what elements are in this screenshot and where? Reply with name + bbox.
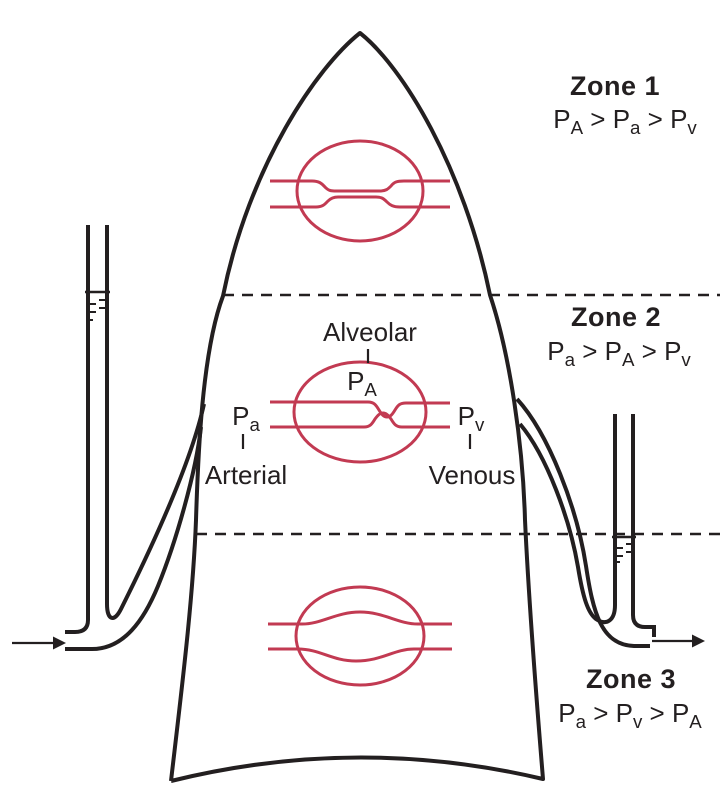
manometer-right-wall-and-pipe-upper-wall [105, 225, 206, 620]
lung-outline [169, 31, 545, 783]
zone2-capillary-unit [270, 360, 450, 464]
arterial-inflow-apparatus [65, 225, 206, 651]
venous-pressure-symbol: Pv [457, 401, 485, 436]
inflow-pipe-top-and-manometer-left-wall [65, 225, 90, 634]
venous-label: Venous [428, 460, 516, 490]
zone1-pressure-relation: PA > Pa > Pv [553, 104, 697, 139]
zone3-capillary-bottom-wall [268, 647, 452, 663]
outflow-pipe-lower-wall [515, 397, 650, 648]
zone2-pressure-relation: Pa > PA > Pv [547, 336, 691, 371]
zone3-capillary-unit [268, 585, 452, 687]
venous-fluid-hatch-marks [614, 543, 635, 563]
zone3-pressure-relation: Pa > Pv > PA [558, 698, 702, 733]
manometer-right-wall-and-exit-top [631, 414, 656, 637]
zone3-capillary-top-wall [268, 610, 452, 626]
zone1-capillary-top-wall [270, 179, 450, 193]
zone2-title: Zone 2 [570, 302, 662, 332]
zone2-alveolus [292, 360, 428, 464]
zone1-capillary-unit [270, 139, 450, 243]
zone1-alveolus [295, 139, 425, 243]
inflow-pipe-lower-wall [65, 426, 203, 651]
zone3-title: Zone 3 [585, 664, 677, 694]
venous-outflow-apparatus [515, 397, 656, 648]
zone3-alveolus [294, 585, 426, 687]
arterial-fluid-hatch-marks [87, 299, 108, 321]
zone2-capillary-top-wall [270, 400, 450, 419]
zone2-capillary-bottom-wall [270, 411, 450, 429]
outflow-arrow-icon [652, 634, 705, 648]
inflow-arrow-icon [12, 636, 66, 650]
alveolar-pressure-symbol: PA [347, 366, 377, 401]
outflow-pipe-upper-wall-and-manometer-left-wall [518, 414, 617, 625]
arterial-pressure-symbol: Pa [232, 401, 260, 436]
zone1-title: Zone 1 [569, 71, 661, 101]
arterial-label: Arterial [204, 460, 288, 490]
alveolar-label: Alveolar [323, 317, 417, 347]
zone1-capillary-bottom-wall [270, 195, 450, 209]
